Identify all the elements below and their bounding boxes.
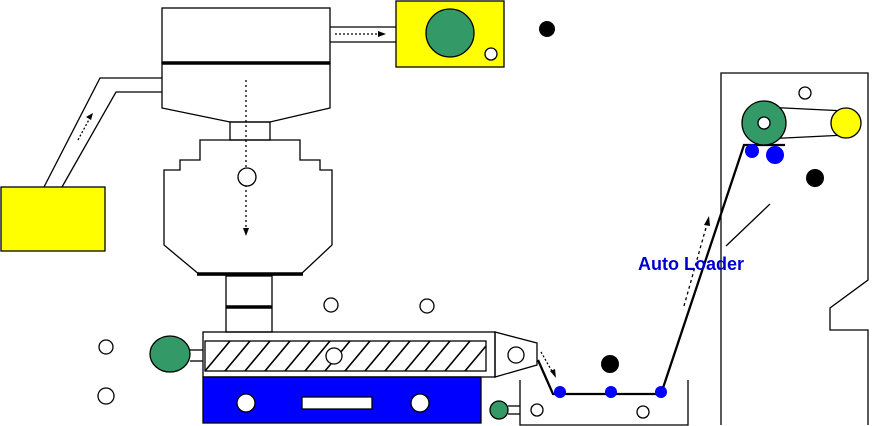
dryer-hopper [163, 139, 333, 333]
nozzle-hole [507, 346, 525, 364]
loader-drive [741, 100, 862, 146]
vacuum-motor [425, 8, 475, 58]
drive-motor [149, 335, 191, 373]
sensor-dot-top [539, 21, 555, 37]
cooling-tank [489, 380, 689, 426]
sensor-dot-mid [601, 355, 619, 373]
idler-pulley [830, 107, 862, 139]
exhaust-pipe [330, 26, 396, 43]
feeder-box [0, 186, 106, 252]
machine-base [202, 376, 482, 424]
suction-pipe [43, 77, 162, 188]
vacuum-unit [395, 0, 505, 68]
loader-cabinet [720, 72, 869, 425]
extruder-barrel [202, 331, 538, 378]
auto-loader-label: Auto Loader [638, 254, 744, 274]
tank-pump [489, 400, 509, 420]
sensor-dot-loader [806, 169, 824, 187]
